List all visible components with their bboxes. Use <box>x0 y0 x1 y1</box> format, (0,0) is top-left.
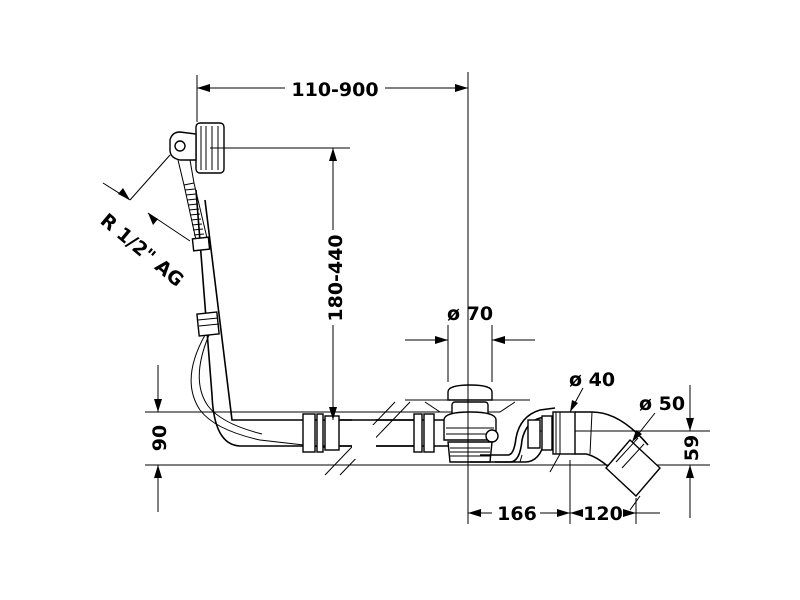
dim-label-180-440: 180-440 <box>325 234 347 321</box>
overflow-head <box>169 122 225 186</box>
dimension-180-440: 180-440 <box>210 147 350 420</box>
drain-body <box>405 384 530 463</box>
dimension-166-120: 166 120 <box>467 460 660 525</box>
thread-label: R 1/2" AG <box>96 209 188 291</box>
dimension-dia-40: ø 40 <box>549 369 615 473</box>
dim-label-90: 90 <box>149 425 171 451</box>
dim-label-dia-40: ø 40 <box>569 369 615 391</box>
dimension-dia-70: ø 70 <box>405 303 535 382</box>
trap-siphon <box>470 407 661 498</box>
dim-label-166: 166 <box>497 503 537 525</box>
dimension-dia-50: ø 50 <box>629 393 685 511</box>
dim-label-59: 59 <box>681 435 703 461</box>
thread-callout: R 1/2" AG <box>96 154 191 291</box>
dimension-59: 59 <box>681 385 703 518</box>
dimension-110-900: 110-900 <box>196 72 469 470</box>
dim-label-110-900: 110-900 <box>291 79 378 101</box>
corrugated-hose <box>183 182 208 241</box>
dim-label-dia-50: ø 50 <box>639 393 685 415</box>
dimension-90: 90 <box>149 365 171 512</box>
overflow-pipe <box>169 122 460 476</box>
pipe-couplings <box>302 413 435 453</box>
dim-label-120: 120 <box>583 503 623 525</box>
dim-label-dia-70: ø 70 <box>447 303 493 325</box>
